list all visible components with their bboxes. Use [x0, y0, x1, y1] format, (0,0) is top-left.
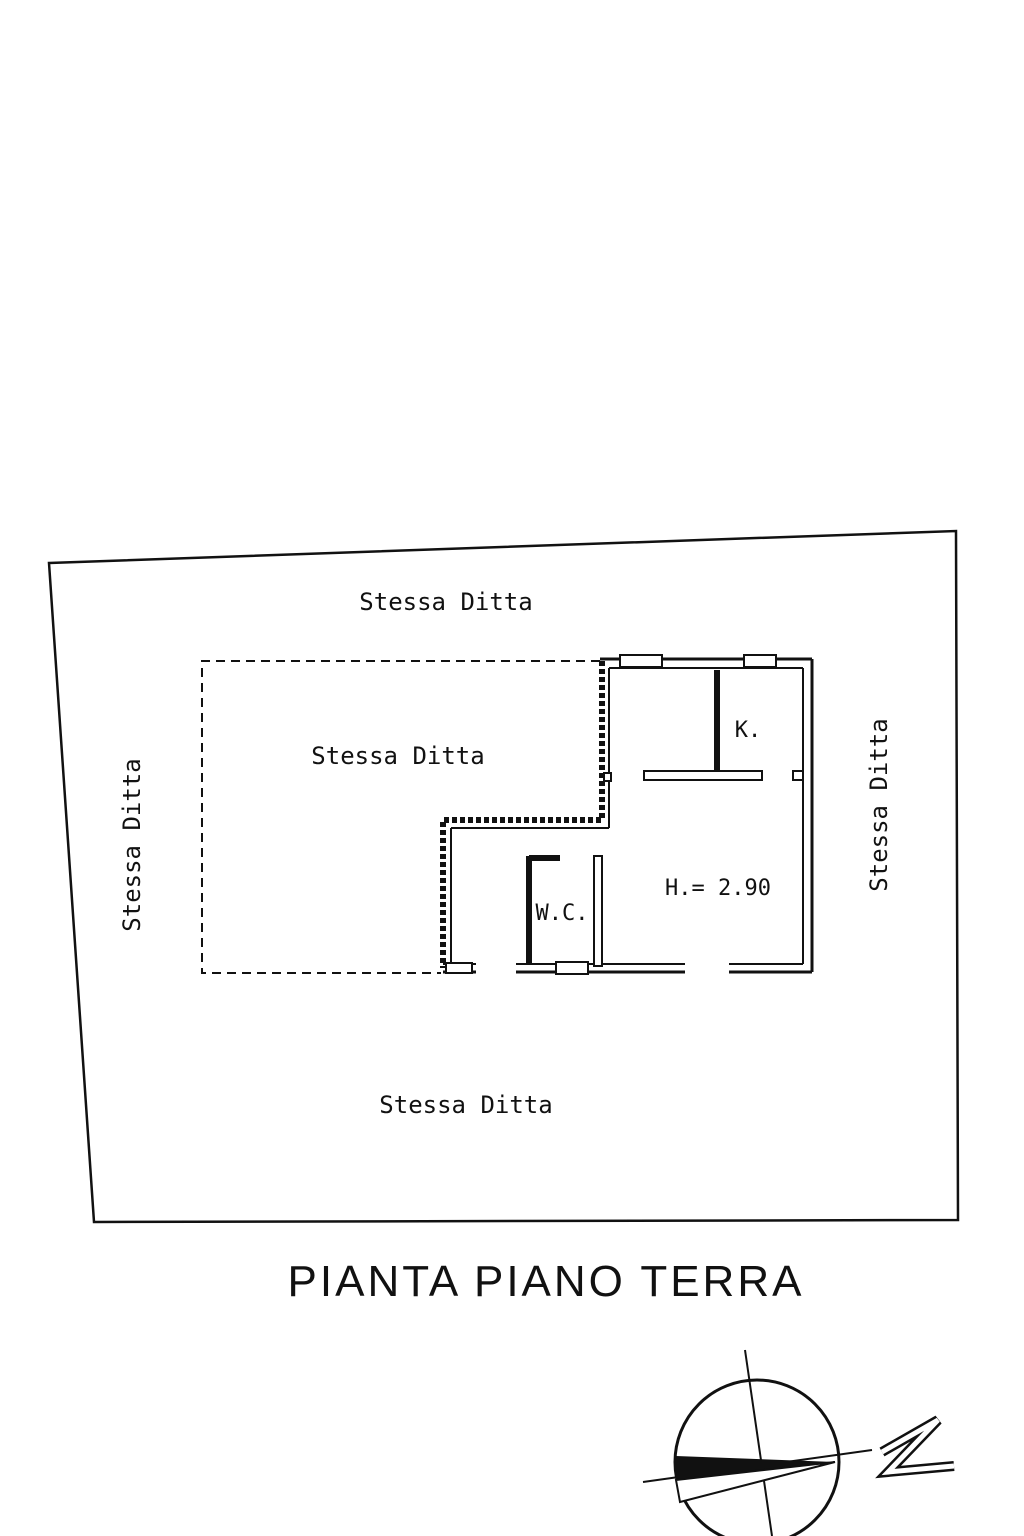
windows	[445, 654, 777, 975]
exterior-walls	[443, 657, 814, 974]
property-boundary	[47, 529, 960, 1224]
neighbor-label-left: Stessa Ditta	[118, 758, 146, 931]
neighbor-label-top: Stessa Ditta	[359, 588, 532, 616]
plan-title: PIANTA PIANO TERRA	[288, 1257, 805, 1306]
north-arrow-icon	[642, 1349, 955, 1536]
kitchen-label: K.	[735, 718, 762, 743]
interior-walls	[526, 670, 804, 967]
door-openings	[476, 961, 729, 975]
courtyard-label: Stessa Ditta	[311, 742, 484, 770]
neighbor-label-bottom: Stessa Ditta	[379, 1091, 552, 1119]
party-wall	[440, 661, 605, 968]
wc-label: W.C.	[536, 901, 589, 926]
neighbor-label-right: Stessa Ditta	[865, 718, 893, 891]
courtyard-outline	[201, 660, 600, 974]
ceiling-height-label: H.= 2.90	[665, 876, 771, 901]
